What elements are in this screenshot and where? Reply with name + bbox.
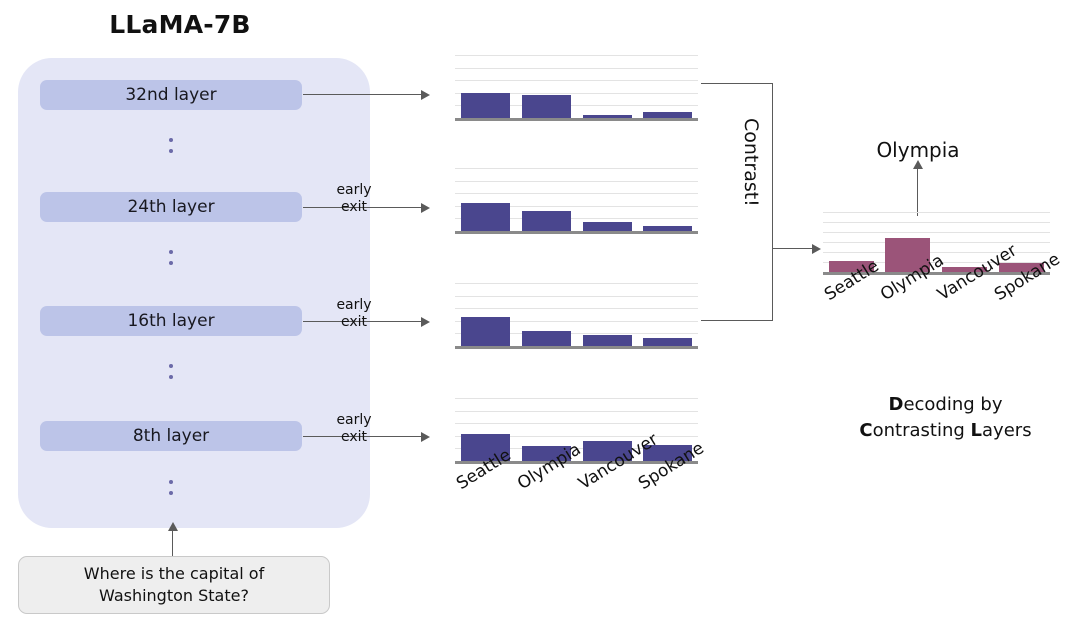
gridline [455, 411, 698, 412]
gridline [455, 181, 698, 182]
gridline [455, 218, 698, 219]
bar-olympia [522, 331, 571, 346]
bar-vancouver [583, 441, 632, 461]
bar-seattle [461, 434, 510, 461]
bar-olympia [522, 446, 571, 461]
bar-olympia [885, 238, 930, 272]
connector-16-arrow [421, 317, 430, 327]
prompt-input-box[interactable]: Where is the capital of Washington State… [18, 556, 330, 614]
connector-8 [303, 436, 421, 438]
bar-seattle [461, 317, 510, 346]
bar-spokane [643, 226, 692, 231]
axis-baseline [455, 346, 698, 349]
layer-block-16[interactable]: 16th layer [40, 306, 302, 336]
layer-block-24[interactable]: 24th layer [40, 192, 302, 222]
caption-rest-1: ecoding by [903, 394, 1003, 415]
answer-arrow-shaft [917, 168, 919, 216]
bar-vancouver [583, 222, 632, 231]
layer-block-8[interactable]: 8th layer [40, 421, 302, 451]
gridline [455, 333, 698, 334]
bar-spokane [643, 338, 692, 346]
prompt-arrow-shaft [172, 530, 174, 556]
connector-24 [303, 207, 421, 209]
bracket-spine [772, 83, 774, 320]
gridline [455, 168, 698, 169]
gridline [455, 296, 698, 297]
gridline [455, 93, 698, 94]
caption-bold-d: D [888, 394, 904, 415]
ellipsis-2 [40, 240, 302, 274]
gridline [823, 212, 1050, 213]
early-exit-label-8: early exit [336, 412, 372, 445]
gridline [455, 436, 698, 437]
connector-32 [303, 94, 421, 96]
answer-arrow-head [913, 160, 923, 169]
connector-8-arrow [421, 432, 430, 442]
bar-seattle [461, 203, 510, 231]
gridline [455, 206, 698, 207]
gridline [455, 193, 698, 194]
layer-32-chart [455, 55, 698, 121]
gridline [823, 232, 1050, 233]
early-exit-label-16: early exit [336, 297, 372, 330]
gridline [823, 262, 1050, 263]
connector-32-arrow [421, 90, 430, 100]
layer-block-32[interactable]: 32nd layer [40, 80, 302, 110]
bar-spokane [643, 112, 692, 118]
prompt-arrow-head [168, 522, 178, 531]
prompt-line-1: Where is the capital of [83, 564, 265, 583]
caption-bold-l: L [970, 420, 983, 441]
gridline [455, 80, 698, 81]
gridline [455, 283, 698, 284]
ellipsis-1 [40, 128, 302, 162]
caption-rest-2: ontrasting [872, 420, 971, 441]
bar-olympia [522, 211, 571, 231]
ellipsis-4 [40, 470, 302, 504]
bracket-out [772, 248, 814, 250]
bar-vancouver [583, 335, 632, 346]
bracket-bottom [701, 320, 773, 322]
layer-16-chart [455, 283, 698, 349]
gridline [455, 55, 698, 56]
gridline [455, 105, 698, 106]
page-title: LLaMA-7B [109, 10, 251, 39]
bar-spokane [643, 445, 692, 461]
contrast-label: Contrast! [740, 118, 762, 207]
connector-16 [303, 321, 421, 323]
prompt-line-2: Washington State? [99, 586, 249, 605]
gridline [823, 222, 1050, 223]
ellipsis-3 [40, 354, 302, 388]
caption-bold-c: C [859, 420, 873, 441]
gridline [455, 308, 698, 309]
caption-rest-3: ayers [982, 420, 1032, 441]
gridline [455, 68, 698, 69]
answer-annotation: Olympia [876, 138, 960, 162]
bar-seattle [461, 93, 510, 118]
gridline [455, 321, 698, 322]
gridline [823, 242, 1050, 243]
axis-baseline [455, 231, 698, 234]
connector-24-arrow [421, 203, 430, 213]
bar-olympia [522, 95, 571, 118]
axis-baseline [823, 272, 1050, 275]
bar-spokane [999, 263, 1044, 272]
bracket-out-arrow [812, 244, 821, 254]
gridline [455, 398, 698, 399]
layer-24-chart [455, 168, 698, 234]
bar-vancouver [942, 267, 987, 272]
bracket-top [701, 83, 773, 85]
axis-baseline [455, 461, 698, 464]
gridline [823, 252, 1050, 253]
bar-vancouver [583, 115, 632, 118]
gridline [455, 448, 698, 449]
dola-caption: Decoding by Contrasting Layers [838, 392, 1053, 444]
axis-baseline [455, 118, 698, 121]
early-exit-label-24: early exit [336, 182, 372, 215]
bar-seattle [829, 261, 874, 272]
gridline [455, 423, 698, 424]
